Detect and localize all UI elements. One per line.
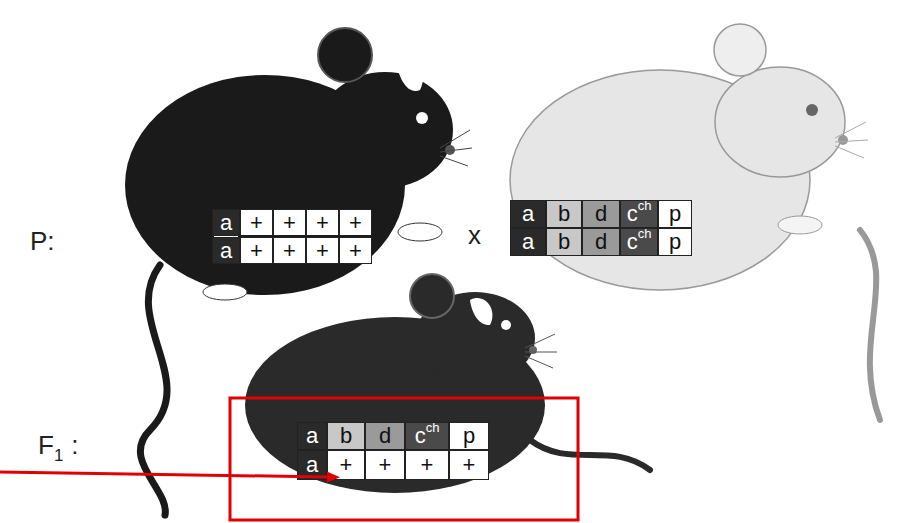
- allele-symbol: +: [349, 240, 362, 262]
- gene-box: +: [240, 237, 273, 264]
- highlight-frame: [230, 398, 578, 520]
- f1-label: F1:: [38, 430, 79, 461]
- allele-symbol: d: [595, 231, 607, 253]
- mouse-foot: [203, 284, 247, 300]
- mouse-nose: [838, 135, 848, 145]
- allele-symbol: +: [421, 454, 434, 476]
- allele-symbol: +: [316, 212, 329, 234]
- pale-mouse: [510, 24, 880, 420]
- whiskers: [835, 122, 868, 158]
- allele-symbol: c: [627, 231, 638, 253]
- allele-symbol: +: [349, 212, 362, 234]
- gene-box: +: [449, 450, 489, 480]
- gene-box: +: [273, 237, 306, 264]
- allele-symbol: a: [220, 212, 232, 234]
- gene-box: +: [306, 237, 339, 264]
- allele-symbol: +: [283, 240, 296, 262]
- mouse-foot: [398, 223, 442, 241]
- f1-mouse: [245, 274, 650, 493]
- allele-symbol: a: [306, 425, 318, 447]
- cross-symbol: x: [468, 220, 481, 251]
- allele-superscript: ch: [638, 199, 652, 212]
- gene-box: +: [339, 237, 372, 264]
- mouse-ear: [410, 274, 454, 318]
- mouse-eye: [416, 112, 428, 124]
- gene-box: +: [365, 450, 405, 480]
- generation-label: :: [71, 430, 78, 460]
- allele-symbol: c: [627, 203, 638, 225]
- gene-box: a: [510, 200, 546, 228]
- gene-box: +: [273, 209, 306, 236]
- gene-box: a: [212, 237, 240, 264]
- mouse-eye: [806, 104, 818, 116]
- allele-symbol: +: [283, 212, 296, 234]
- gene-box: cch: [405, 422, 449, 450]
- allele-symbol: b: [340, 425, 352, 447]
- allele-symbol: +: [250, 240, 263, 262]
- allele-symbol: p: [669, 231, 681, 253]
- gene-box: +: [306, 209, 339, 236]
- white-patch: [395, 53, 423, 91]
- gene-box: b: [546, 200, 582, 228]
- allele-symbol: c: [415, 425, 426, 447]
- allele-symbol: a: [522, 203, 534, 225]
- black-mouse: [125, 28, 472, 515]
- allele-symbol: b: [558, 203, 570, 225]
- gene-box: cch: [620, 228, 658, 256]
- gene-box: a: [297, 450, 327, 480]
- mouse-tail: [860, 230, 880, 420]
- gene-box: p: [658, 200, 692, 228]
- mouse-ear: [714, 24, 766, 76]
- gene-box: cch: [620, 200, 658, 228]
- allele-symbol: +: [316, 240, 329, 262]
- generation-label: P:: [30, 226, 55, 257]
- allele-symbol: p: [463, 425, 475, 447]
- gene-box: b: [327, 422, 365, 450]
- allele-symbol: +: [250, 212, 263, 234]
- mouse-tail: [140, 265, 167, 515]
- generation-label: 1: [54, 446, 63, 465]
- whiskers: [440, 130, 472, 166]
- mouse-head: [715, 67, 845, 177]
- gene-box: a: [297, 422, 327, 450]
- gene-box: d: [582, 200, 620, 228]
- mouse-head: [317, 72, 453, 188]
- allele-superscript: ch: [638, 227, 652, 240]
- gene-box: b: [546, 228, 582, 256]
- allele-symbol: d: [595, 203, 607, 225]
- allele-symbol: +: [340, 454, 353, 476]
- allele-symbol: d: [379, 425, 391, 447]
- gene-box: +: [327, 450, 365, 480]
- gene-box: a: [212, 209, 240, 236]
- mouse-ear: [318, 28, 372, 82]
- allele-symbol: a: [522, 231, 534, 253]
- arrow-line: [0, 472, 328, 477]
- mouse-eye: [501, 320, 511, 330]
- allele-symbol: a: [220, 240, 232, 262]
- gene-box: a: [510, 228, 546, 256]
- allele-symbol: a: [306, 454, 318, 476]
- allele-symbol: +: [379, 454, 392, 476]
- white-patch: [470, 298, 492, 325]
- mouse-nose: [529, 346, 537, 354]
- gene-box: d: [582, 228, 620, 256]
- allele-symbol: b: [558, 231, 570, 253]
- allele-superscript: ch: [426, 421, 440, 434]
- gene-box: p: [658, 228, 692, 256]
- gene-box: +: [240, 209, 273, 236]
- allele-symbol: +: [463, 454, 476, 476]
- mouse-tail: [530, 440, 650, 470]
- gene-box: d: [365, 422, 405, 450]
- mouse-foot: [778, 216, 822, 234]
- generation-label: F: [38, 430, 54, 460]
- gene-box: p: [449, 422, 489, 450]
- gene-box: +: [339, 209, 372, 236]
- allele-symbol: p: [669, 203, 681, 225]
- gene-box: +: [405, 450, 449, 480]
- whiskers: [525, 334, 557, 368]
